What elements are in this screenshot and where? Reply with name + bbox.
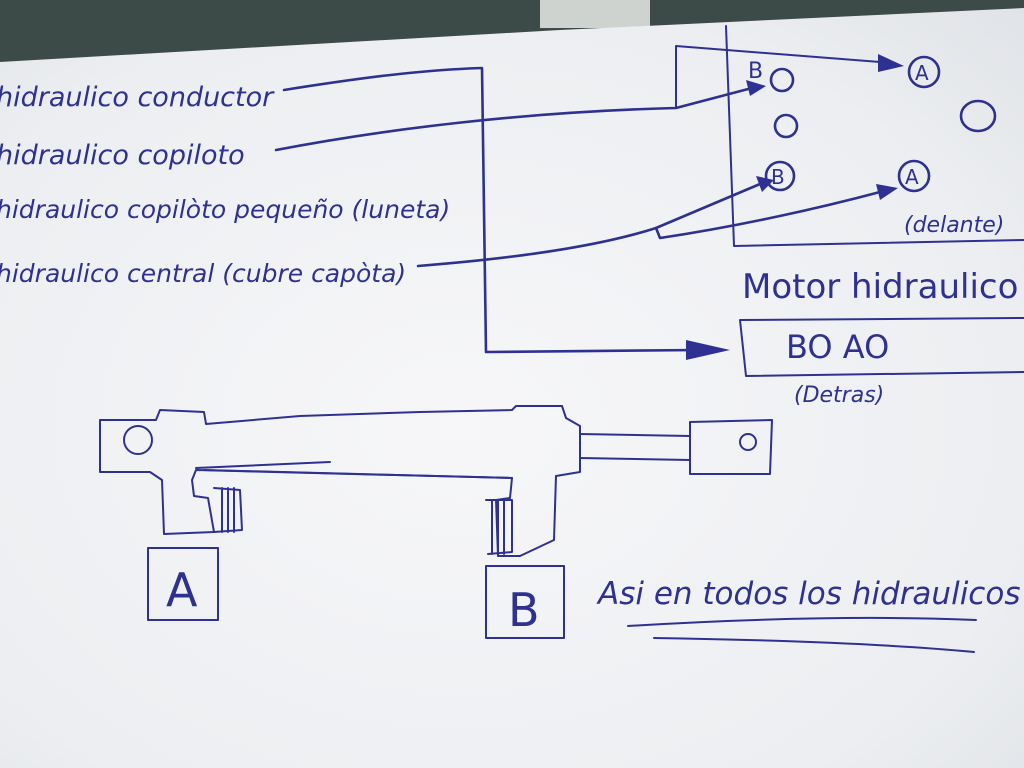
cylinder-port-b-label: B [508, 583, 540, 637]
motor-port-a-top-label: A [915, 61, 929, 85]
paper-sheet [0, 8, 1024, 768]
motor-title: Motor hidraulico [742, 267, 1018, 307]
motor-port-a-bottom-label: A [905, 165, 919, 189]
motor-port-a-bottom [897, 159, 931, 193]
copilot-a-arrow-head [878, 54, 904, 72]
motor-front-frame [725, 25, 1024, 247]
copilot-hose-line [274, 86, 754, 152]
hydraulic-cylinder [99, 405, 773, 557]
label-central-hydraulic: hidraulico central (cubre capòta) [0, 259, 406, 288]
central-b-arrow-head [756, 176, 774, 192]
driver-hose-line [282, 66, 702, 354]
motor-port-plain-right [959, 99, 997, 133]
cylinder-port-a-label: A [166, 563, 198, 617]
label-copilot-hydraulic: hidraulico copiloto [0, 140, 245, 171]
motor-rear-ports: BO AO [786, 328, 889, 366]
note-underline-2 [653, 637, 975, 653]
motor-port-b-bottom [764, 160, 796, 192]
central-hose-line-a [654, 190, 882, 240]
note-underline-1 [627, 617, 977, 627]
label-copilot-small-hydraulic: hidraulico copilòto pequeño (luneta) [0, 195, 450, 224]
motor-port-a-top [907, 55, 941, 89]
cylinder-port-b-box [485, 565, 565, 639]
motor-port-plain-left [773, 113, 799, 139]
copilot-arrow-head [746, 80, 766, 96]
cylinder-port-a-box [147, 547, 219, 621]
central-hose-line-b [416, 182, 762, 268]
motor-port-b-bottom-label: B [771, 165, 785, 189]
label-driver-hydraulic: hidraulico conductor [0, 82, 275, 113]
table-edge [540, 0, 650, 28]
note-all-hydraulics: Asi en todos los hidraulicos [596, 576, 1020, 612]
motor-port-b-top-label: B [748, 59, 763, 84]
motor-front-note: (delante) [904, 213, 1004, 238]
motor-rear-frame [739, 317, 1024, 377]
motor-rear-note: (Detras) [794, 383, 884, 408]
copilot-bracket-line [675, 45, 881, 109]
central-a-arrow-head [876, 184, 898, 200]
driver-arrow-head [686, 340, 730, 360]
motor-port-b-top [769, 67, 795, 93]
